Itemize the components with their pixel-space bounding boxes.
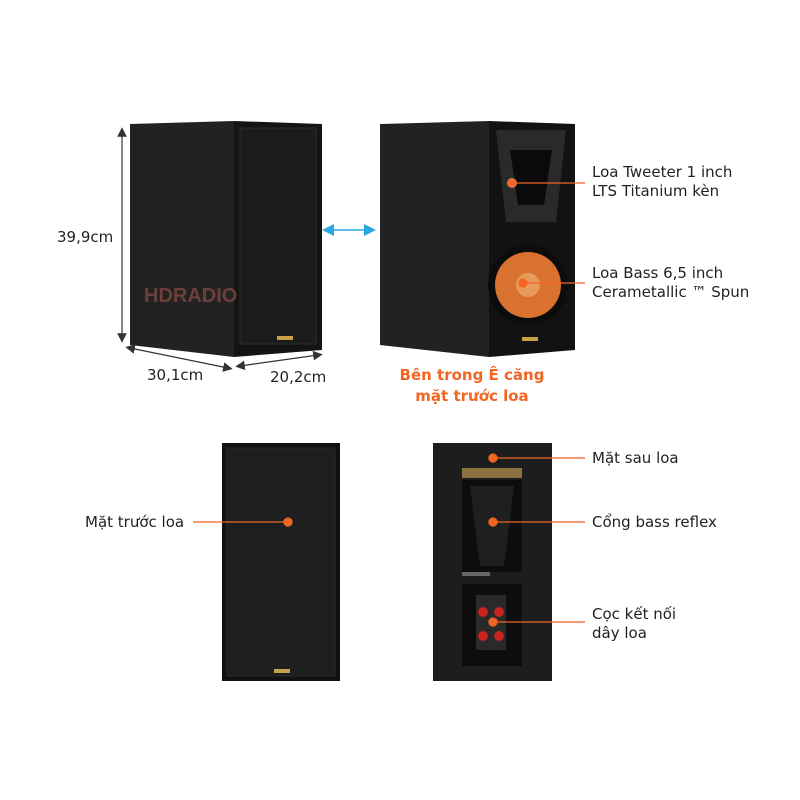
inner-caption-line1: Bên trong Ê căng <box>399 366 545 384</box>
back-label: Mặt sau loa <box>592 449 679 467</box>
height-label: 39,9cm <box>57 228 114 246</box>
width-label: 20,2cm <box>270 368 327 386</box>
tweeter-label-2: LTS Titanium kèn <box>592 182 720 200</box>
tweeter-label-1: Loa Tweeter 1 inch <box>592 163 733 181</box>
dimension-arrows <box>117 127 323 372</box>
speaker-back-view <box>433 443 552 681</box>
speaker-angled-grille <box>130 121 322 357</box>
inner-caption-line2: mặt trước loa <box>415 387 529 405</box>
klipsch-logo <box>277 336 293 340</box>
front-label: Mặt trước loa <box>85 513 185 531</box>
woofer-label-2: Cerametallic ™ Spun <box>592 283 750 301</box>
callouts <box>193 178 585 627</box>
terminals-label-2: dây loa <box>592 624 647 642</box>
depth-label: 30,1cm <box>147 366 204 384</box>
speaker-front-view <box>222 443 340 681</box>
klipsch-logo <box>522 337 538 341</box>
port-label: Cổng bass reflex <box>592 513 717 531</box>
terminals-label-1: Cọc kết nối <box>592 605 677 623</box>
watermark: HDRADIO <box>144 285 237 307</box>
woofer-label-1: Loa Bass 6,5 inch <box>592 264 724 282</box>
speaker-angled-open <box>380 121 575 357</box>
